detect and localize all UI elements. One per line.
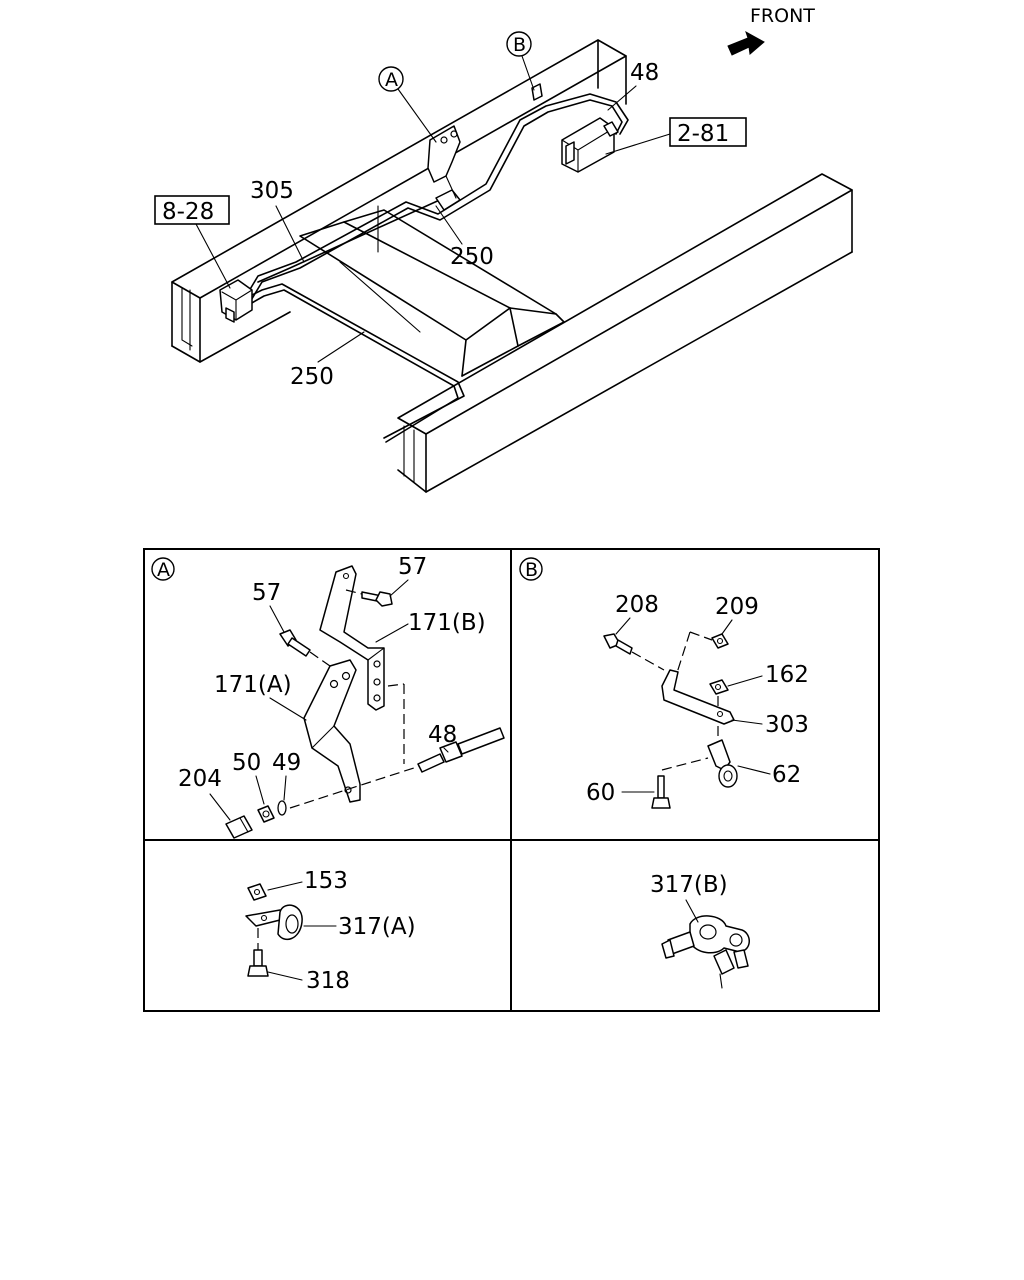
callout-a: A [378,66,437,143]
clamp-317b [661,915,750,989]
valve-unit [561,117,619,173]
upper-frame-rail [171,39,627,363]
detail-317a: 153 317(A) 318 [245,868,416,994]
label-48: 48 [630,60,659,86]
label-305: 305 [250,178,294,204]
pipe-305 [245,93,629,303]
clip-b-on-rail [531,83,543,101]
label-162: 162 [765,662,809,688]
bolt-208 [603,633,665,671]
label-57-left: 57 [252,580,281,606]
label-250-upper: 250 [450,244,494,270]
ref-box-2-81 [669,117,747,147]
detail-b: B [519,557,809,809]
nut-50 [257,805,275,823]
nut-204 [225,815,253,839]
ref-box-8-28 [154,195,230,225]
label-317a: 317(A) [338,914,416,940]
bolt-318 [247,949,269,977]
label-209: 209 [715,594,759,620]
callout-a-letter: A [385,69,398,91]
label-57-top: 57 [398,554,427,580]
clamp-62 [707,739,738,788]
bracket-171a [303,659,361,803]
label-171a: 171(A) [214,672,292,698]
label-317b: 317(B) [650,872,728,898]
brake-chamber-unit [219,279,253,323]
bracket-a-on-rail [427,125,461,211]
ref-8-28: 8-28 [162,199,214,225]
pipe-250-upper [257,197,445,283]
front-label: FRONT [750,5,815,27]
bolt-60 [651,775,671,809]
callout-b: B [506,31,535,91]
lower-frame-rail [397,173,853,493]
nut-153 [247,883,267,901]
ring-49 [277,800,287,816]
bracket-303 [661,669,735,725]
label-60: 60 [586,780,615,806]
detail-a-marker: A [157,559,170,581]
detail-317b: 317(B) [650,872,750,989]
nut-209 [711,633,729,649]
label-153: 153 [304,868,348,894]
frame-assembly-view: FRONT [154,5,853,493]
clamp-317a [245,904,303,941]
label-48-detail: 48 [428,722,457,748]
pipe-250-lower [245,283,465,443]
bolt-57-top [345,589,393,607]
nut-162 [709,679,729,695]
bolt-57-left [279,629,331,667]
label-208: 208 [615,592,659,618]
cross-member [299,205,565,377]
ref-2-81: 2-81 [677,121,729,147]
detail-a: A [151,554,505,839]
label-303: 303 [765,712,809,738]
label-62: 62 [772,762,801,788]
label-50: 50 [232,750,261,776]
label-250-lower: 250 [290,364,334,390]
bracket-171b [319,565,385,711]
callout-b-letter: B [513,34,526,56]
detail-b-marker: B [525,559,538,581]
label-204: 204 [178,766,222,792]
label-49: 49 [272,750,301,776]
fitting-48 [417,727,505,773]
label-318: 318 [306,968,350,994]
detail-panels [143,548,880,1012]
front-arrow-icon [727,30,765,56]
label-171b: 171(B) [408,610,486,636]
